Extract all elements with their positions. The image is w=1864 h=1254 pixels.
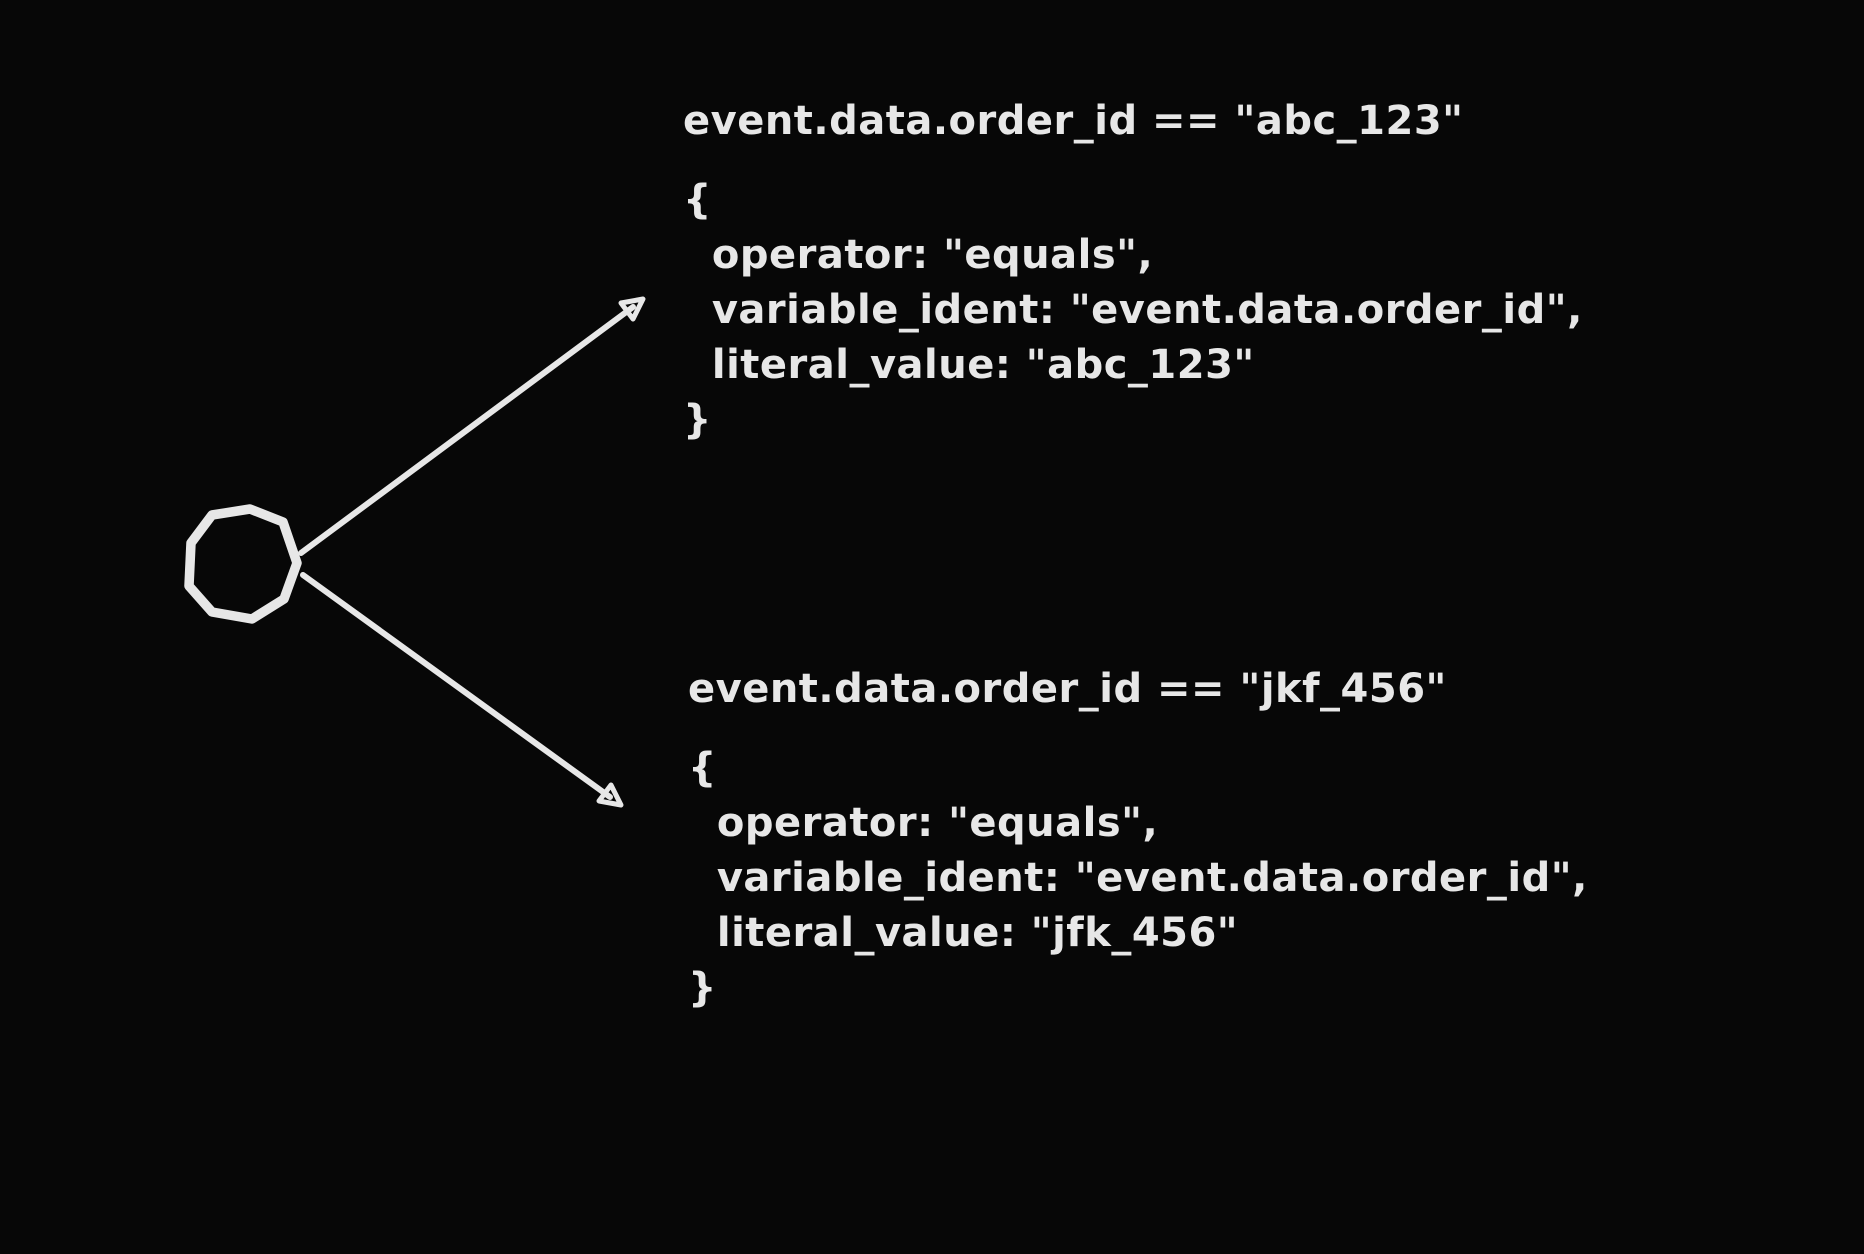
code-line: { (683, 177, 712, 223)
code-line: } (683, 397, 712, 443)
event-node-circle[interactable] (184, 504, 302, 624)
code-line: operator: "equals", (688, 800, 1159, 846)
code-line: literal_value: "jfk_456" (688, 910, 1239, 956)
code-line: variable_ident: "event.data.order_id", (688, 855, 1588, 901)
code-line: operator: "equals", (683, 232, 1154, 278)
branch-1-code-block[interactable]: { operator: "equals", variable_ident: "e… (683, 173, 1583, 448)
code-line: literal_value: "abc_123" (683, 342, 1255, 388)
branch-2: event.data.order_id == "jkf_456" { opera… (688, 664, 1588, 1016)
arrow-to-branch-2[interactable] (300, 572, 624, 808)
code-line: { (688, 745, 717, 791)
branch-2-title[interactable]: event.data.order_id == "jkf_456" (688, 666, 1447, 712)
branch-2-code-block[interactable]: { operator: "equals", variable_ident: "e… (688, 741, 1588, 1016)
code-line: } (688, 965, 717, 1011)
branch-1: event.data.order_id == "abc_123" { opera… (683, 96, 1583, 448)
branch-1-title[interactable]: event.data.order_id == "abc_123" (683, 98, 1464, 144)
code-line: variable_ident: "event.data.order_id", (683, 287, 1583, 333)
arrow-to-branch-1[interactable] (298, 296, 646, 556)
